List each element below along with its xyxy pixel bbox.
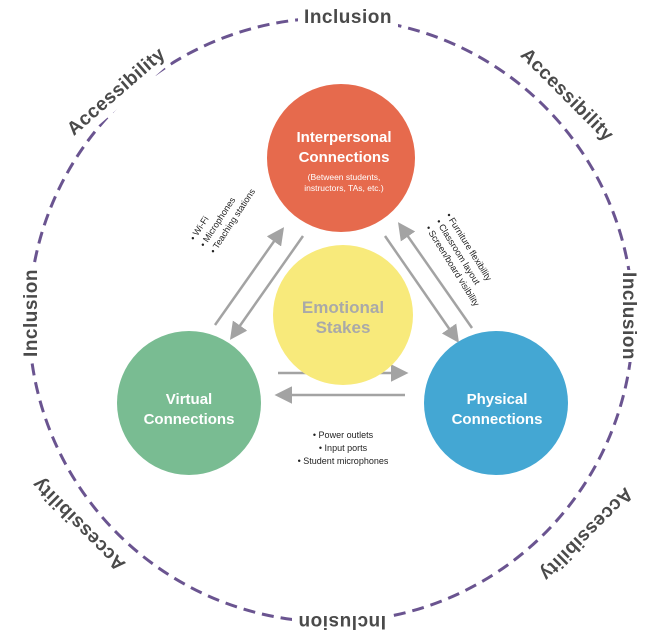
emotional-title-line2: Stakes [316,318,371,337]
virtual-interpersonal-list: • Wi-Fi • Microphones • Teaching station… [188,186,258,255]
ring-label-mask-tr [515,41,621,147]
arrow-interpersonal-to-physical [383,235,459,343]
inclusion-label-top: Inclusion [304,7,392,28]
inclusion-label-right: Inclusion [618,272,639,360]
accessibility-label-bottom-right: Accessibility [535,483,637,585]
interpersonal-sub-line2: instructors, TAs, etc.) [304,183,384,193]
ring-label-mask-tl [65,38,175,139]
interpersonal-node: Interpersonal Connections (Between stude… [267,84,415,232]
inclusion-label-left: Inclusion [21,269,42,357]
arrow-interpersonal-to-virtual [229,235,305,340]
virtual-physical-list: • Power outlets • Input ports • Student … [298,430,389,466]
virtual-title-line1: Virtual [166,391,212,408]
virtual-node: Virtual Connections [117,331,261,475]
list-item: • Student microphones [298,456,389,466]
interpersonal-title-line1: Interpersonal [296,129,391,146]
physical-title-line2: Connections [452,411,543,428]
ring-label-mask-bottom [292,609,392,635]
inclusion-label-bottom: Inclusion [298,611,386,632]
physical-node: Physical Connections [424,331,568,475]
physical-circle [424,331,568,475]
ring-label-mask-br [525,483,631,589]
ring-label-mask-bl [33,473,139,579]
list-item: • Power outlets [313,430,374,440]
emotional-circle [273,245,413,385]
physical-title-line1: Physical [467,391,528,408]
emotional-node: Emotional Stakes [273,245,413,385]
virtual-circle [117,331,261,475]
arrow-virtual-to-interpersonal [213,227,285,326]
interpersonal-circle [267,84,415,232]
interpersonal-sub-line1: (Between students, [308,172,381,182]
list-item: • Input ports [319,443,368,453]
ring-label-mask-top [298,6,398,32]
interpersonal-title-line2: Connections [299,149,390,166]
emotional-title-line1: Emotional [302,298,384,317]
accessibility-label-top-left: Accessibility [63,44,169,140]
ring-label-mask-left [18,268,44,358]
interpersonal-physical-list: • Furniture flexibility • Classroom layo… [424,211,495,308]
virtual-title-line2: Connections [144,411,235,428]
arrow-physical-to-interpersonal [397,222,474,329]
ring-label-mask-right [616,270,642,362]
